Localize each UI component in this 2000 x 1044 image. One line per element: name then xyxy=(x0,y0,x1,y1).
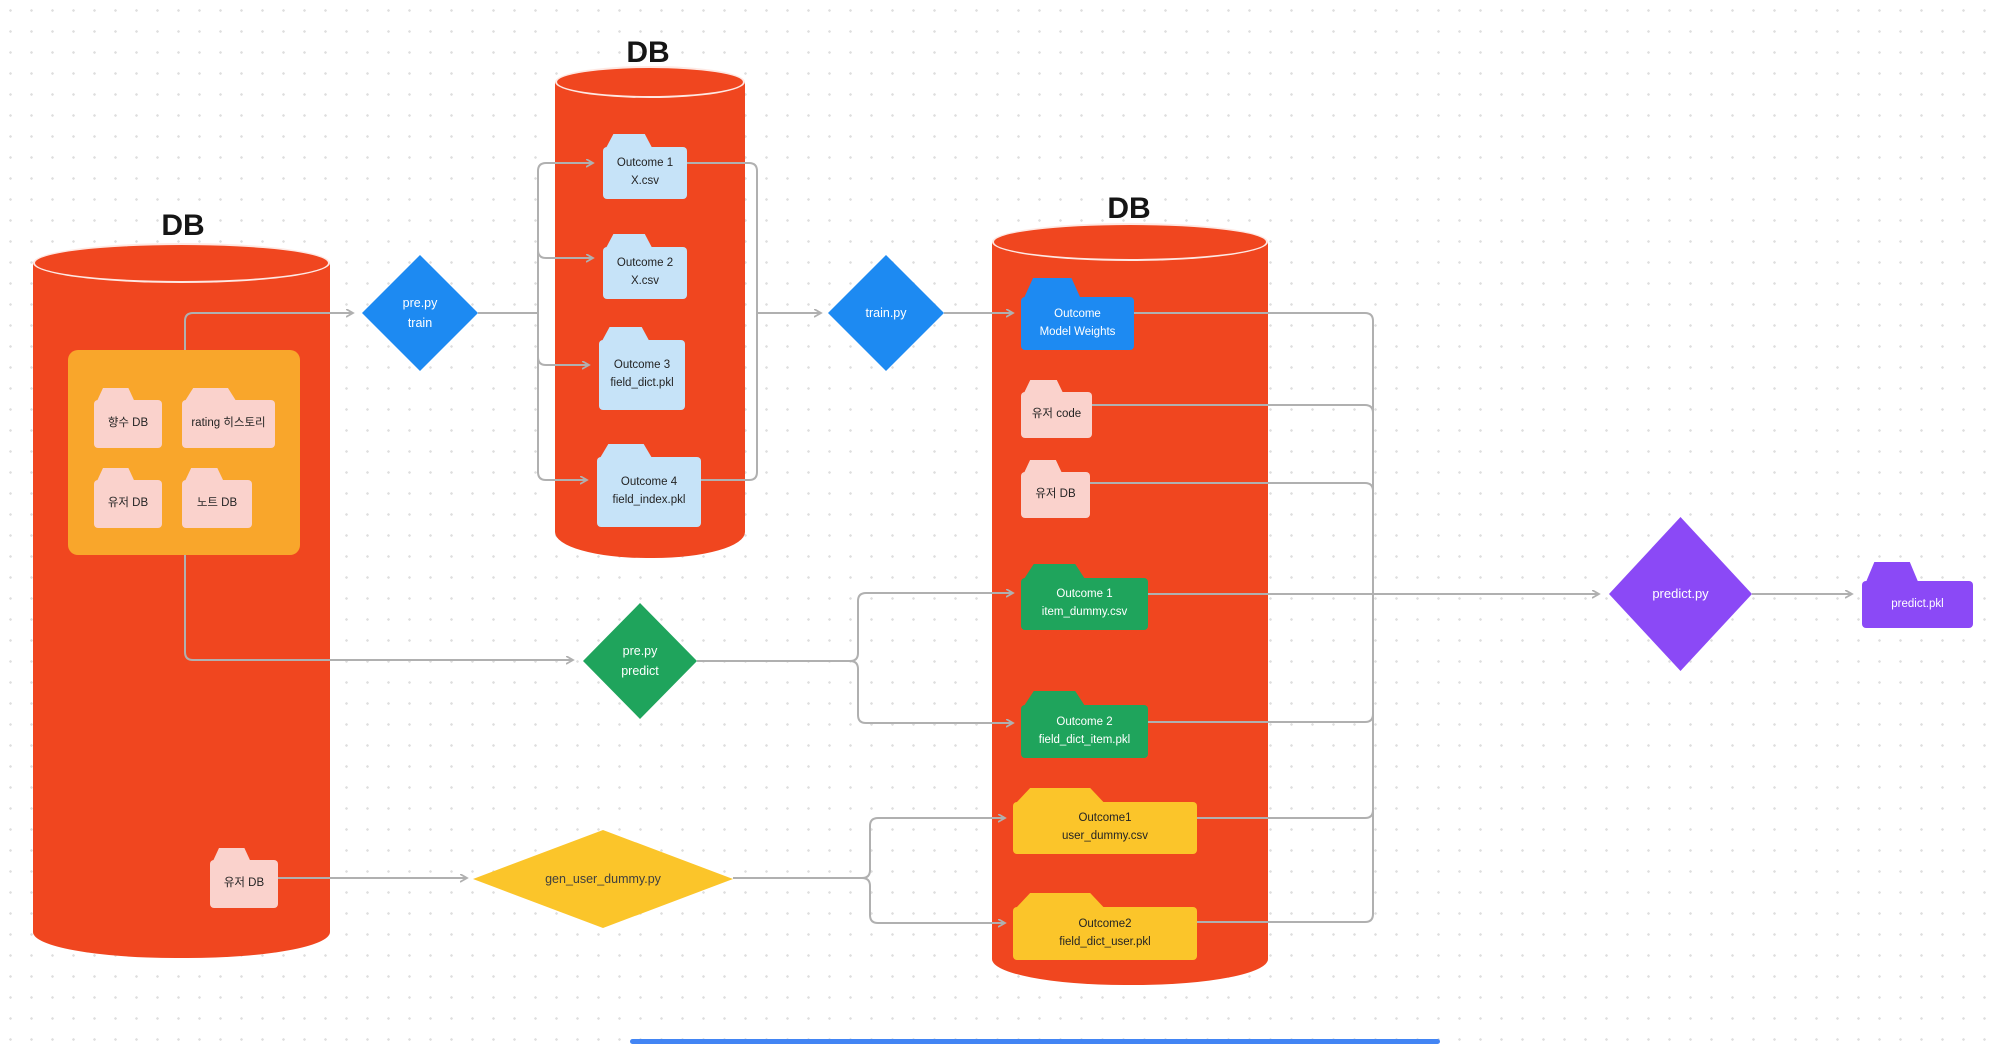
folder-field-dict-user[interactable]: Outcome2 field_dict_user.pkl xyxy=(1013,893,1197,960)
folder-outcome3-fielddict[interactable]: Outcome 3 field_dict.pkl xyxy=(599,327,685,410)
folder-tab xyxy=(1024,460,1062,473)
folder-label: 유저 DB xyxy=(107,497,149,510)
folder-label: 노트 DB xyxy=(196,497,238,510)
folder-tab xyxy=(602,327,650,341)
folder-tab xyxy=(1016,788,1105,803)
folder-label: 유저 DB xyxy=(223,877,265,890)
folder-label: Outcome 1 xyxy=(1056,588,1113,601)
folder-user-dummy[interactable]: Outcome1 user_dummy.csv xyxy=(1013,788,1197,854)
folder-field-dict-item[interactable]: Outcome 2 field_dict_item.pkl xyxy=(1021,691,1148,758)
folder-outcome2-xcsv[interactable]: Outcome 2 X.csv xyxy=(603,234,687,299)
folder-sublabel: X.csv xyxy=(630,275,660,287)
folder-tab xyxy=(1024,691,1085,706)
process-label: pre.py xyxy=(402,296,438,310)
folder-item-dummy[interactable]: Outcome 1 item_dummy.csv xyxy=(1021,564,1148,630)
folder-tab xyxy=(1866,562,1919,582)
horizontal-scrollbar[interactable] xyxy=(630,1039,1440,1044)
folder-note-db[interactable]: 노트 DB xyxy=(182,468,252,528)
folder-sublabel: field_dict_user.pkl xyxy=(1059,935,1151,948)
folder-tab xyxy=(606,134,653,148)
folder-user-db-right[interactable]: 유저 DB xyxy=(1021,460,1090,518)
folder-tab xyxy=(606,234,653,248)
folder-label: predict.pkl xyxy=(1891,597,1944,610)
folder-label: Outcome xyxy=(1054,307,1101,320)
db-left-label: DB xyxy=(161,209,205,242)
process-label: pre.py xyxy=(622,644,658,658)
db-right-label: DB xyxy=(1107,192,1151,225)
db-mid-label: DB xyxy=(626,36,670,69)
db-right-cylinder-cap xyxy=(992,223,1268,261)
folder-tab xyxy=(1024,380,1064,393)
folder-tab xyxy=(600,444,652,458)
folder-rating-history[interactable]: rating 히스토리 xyxy=(182,388,275,448)
folder-model-weights[interactable]: Outcome Model Weights xyxy=(1021,278,1134,350)
folder-user-code[interactable]: 유저 code xyxy=(1021,380,1092,438)
folder-label: Outcome2 xyxy=(1078,917,1132,930)
db-mid-cylinder-cap xyxy=(555,66,745,98)
folder-tab xyxy=(1016,893,1105,908)
folder-outcome1-xcsv[interactable]: Outcome 1 X.csv xyxy=(603,134,687,199)
folder-sublabel: field_dict.pkl xyxy=(610,377,674,389)
folder-label: 유저 code xyxy=(1031,408,1082,421)
folder-label: 향수 DB xyxy=(107,417,149,430)
folder-label: Outcome 2 xyxy=(616,257,674,270)
folder-tab xyxy=(185,388,237,401)
folder-label: Outcome 2 xyxy=(1056,715,1113,728)
db-left-cylinder-cap xyxy=(33,243,330,283)
folder-label: 유저 DB xyxy=(1035,488,1076,501)
folder-tab xyxy=(1024,564,1085,579)
folder-sublabel: Model Weights xyxy=(1039,325,1116,338)
folder-tab xyxy=(213,848,251,861)
folder-sublabel: item_dummy.csv xyxy=(1041,606,1128,618)
folder-tab xyxy=(97,388,135,401)
process-label: predict.py xyxy=(1652,585,1709,601)
folder-sublabel: user_dummy.csv xyxy=(1061,830,1149,842)
folder-user-db[interactable]: 유저 DB xyxy=(94,468,162,528)
folder-label: Outcome 3 xyxy=(613,359,671,372)
process-label: gen_user_dummy.py xyxy=(545,872,661,886)
folder-label: rating 히스토리 xyxy=(191,417,266,430)
folder-sublabel: field_index.pkl xyxy=(612,494,686,506)
folder-label: Outcome1 xyxy=(1078,812,1132,825)
process-label: train.py xyxy=(865,306,907,320)
folder-tab xyxy=(1024,278,1081,298)
folder-outcome4-fieldindex[interactable]: Outcome 4 field_index.pkl xyxy=(597,444,701,527)
folder-tab xyxy=(185,468,224,481)
folder-label: Outcome 4 xyxy=(620,476,678,489)
process-sublabel: predict xyxy=(621,664,659,678)
process-sublabel: train xyxy=(407,316,433,330)
folder-sublabel: X.csv xyxy=(630,175,660,187)
folder-tab xyxy=(97,468,135,481)
folder-perfume-db[interactable]: 향수 DB xyxy=(94,388,162,448)
folder-sublabel: field_dict_item.pkl xyxy=(1038,733,1131,746)
folder-user-db-bottom[interactable]: 유저 DB xyxy=(210,848,278,908)
folder-predict-pkl[interactable]: predict.pkl xyxy=(1862,562,1973,628)
folder-label: Outcome 1 xyxy=(616,157,674,170)
